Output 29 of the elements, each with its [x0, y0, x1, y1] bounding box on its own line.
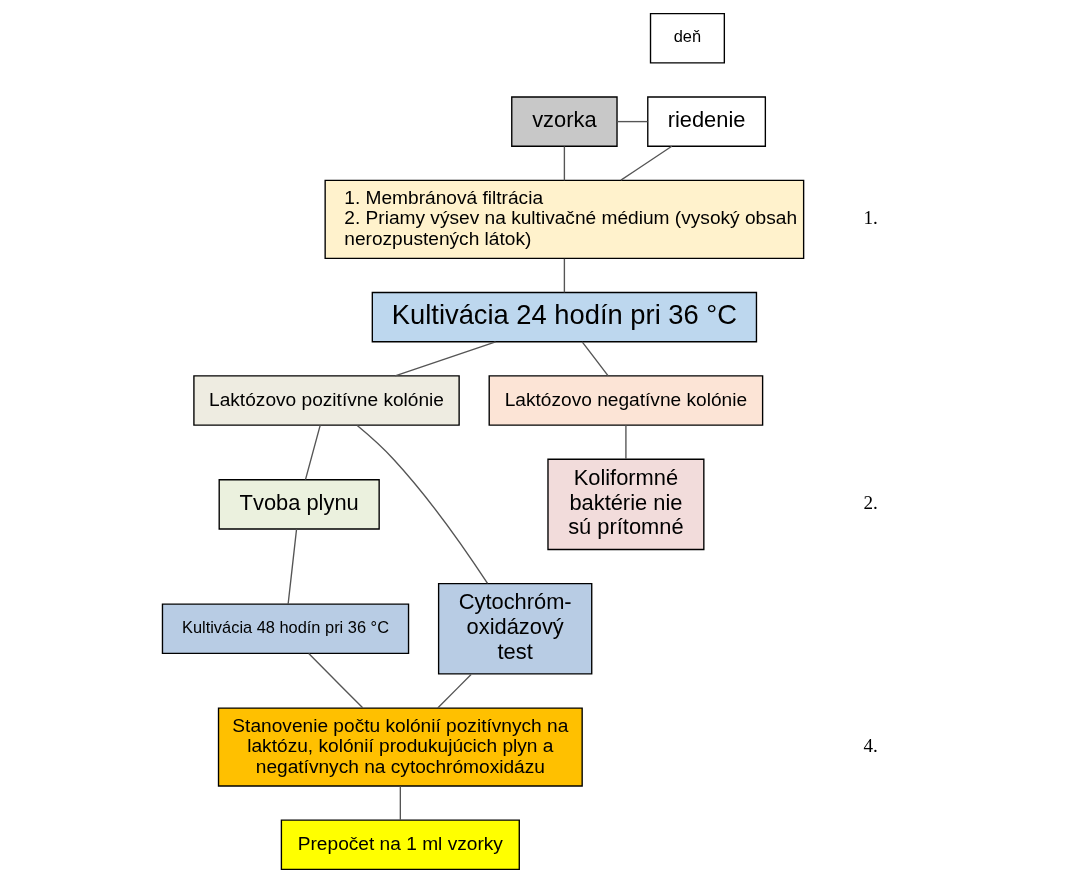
- node-box: Cytochróm- oxidázový test: [437, 583, 592, 675]
- node-box: 1. Membránová filtrácia 2. Priamy výsev na kultivačné médium (vysoký obsah nerozpustených látok): [323, 179, 804, 259]
- connector: [436, 673, 472, 709]
- connector: [615, 120, 648, 123]
- connector: [307, 652, 363, 709]
- node-box: Prepočet na 1 ml vzorky: [280, 819, 520, 871]
- connector: [304, 424, 321, 481]
- connector: [581, 341, 609, 377]
- node-box: Laktózovo negatívne kolónie: [488, 375, 763, 426]
- connector: [624, 424, 627, 460]
- node-box: Koliformné baktérie nie sú prítomné: [546, 458, 705, 551]
- connector: [563, 258, 565, 294]
- label: 2.: [862, 492, 878, 514]
- node-box: vzorka: [510, 96, 618, 147]
- node-box: riedenie: [646, 96, 766, 147]
- connector: [393, 341, 496, 377]
- connector: [619, 145, 672, 181]
- connector: [563, 145, 565, 182]
- node-box: deň: [649, 12, 725, 64]
- connector: [356, 424, 488, 585]
- connector: [286, 528, 297, 605]
- label: 1.: [862, 207, 878, 229]
- connector: [399, 785, 401, 821]
- node-box: Stanovenie počtu kolónií pozitívnych na laktózu, kolónií produkujúcich plyn a negatívnych na cytochrómoxidázu: [217, 707, 583, 787]
- node-box: Kultivácia 24 hodín pri 36 °C: [371, 291, 757, 343]
- node-box: Tvoba plynu: [218, 479, 380, 530]
- node-box: Kultivácia 48 hodín pri 36 °C: [161, 603, 409, 655]
- node-box: Laktózovo pozitívne kolónie: [192, 375, 460, 426]
- label: 4.: [862, 735, 878, 757]
